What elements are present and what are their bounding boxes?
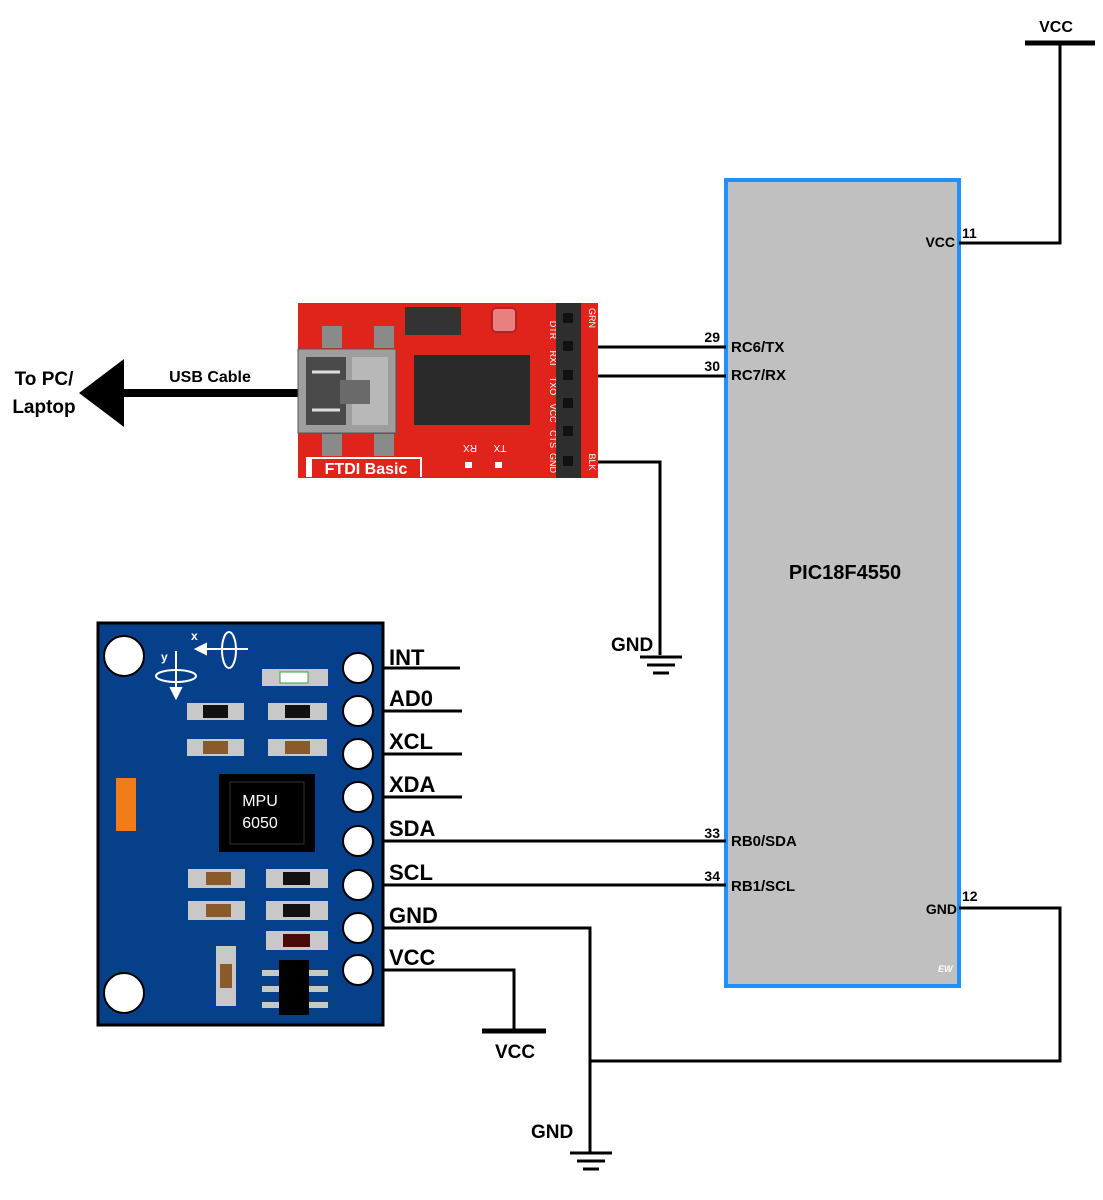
mpu6050-board: x y MPU 6050 <box>96 621 385 1027</box>
gnd-label-ftdi: GND <box>611 635 653 656</box>
mpu-pin-hole-int <box>342 652 374 684</box>
axis-orientation-icon <box>155 631 248 701</box>
mpu-pin-hole-xda <box>342 781 374 813</box>
mcu-pin-label-rb1: RB1/SCL <box>731 878 795 895</box>
gnd-symbol-bottom: GND <box>531 1122 612 1171</box>
vcc-symbol-mpu: VCC <box>482 1028 546 1063</box>
mcu-pin-label-vcc: VCC <box>925 234 955 250</box>
mcu-pin-number-11: 11 <box>962 225 977 241</box>
mcu-pin-number-29: 29 <box>704 329 720 345</box>
wire-mpu-gnd <box>384 926 592 1152</box>
ftdi-header <box>556 303 581 478</box>
mpu-pin-hole-vcc <box>342 954 374 986</box>
pic-microcontroller: PIC18F4550 EW VCC RC6/TX RC7/RX RB0/SDA … <box>704 178 978 988</box>
mcu-pin-label-rc7: RC7/RX <box>731 367 786 384</box>
mcu-body <box>724 178 961 988</box>
mpu-pin-hole-xcl <box>342 738 374 770</box>
ftdi-pin-label-txo: TXO <box>548 377 558 396</box>
mpu-pin-label-xda: XDA <box>389 772 436 797</box>
mpu-pin-label-ad0: AD0 <box>389 686 433 711</box>
ftdi-chip <box>414 355 530 425</box>
wire-vcc-top <box>959 45 1062 245</box>
ftdi-txrx-leds: RX TX <box>463 442 506 468</box>
mcu-name: PIC18F4550 <box>789 562 901 584</box>
mpu-pin-label-sda: SDA <box>389 816 436 841</box>
mcu-pin-label-rb0: RB0/SDA <box>731 833 797 850</box>
mpu-pin-hole-ad0 <box>342 695 374 727</box>
mpu-pin-label-scl: SCL <box>389 860 433 885</box>
gnd-symbol-ftdi: GND <box>611 635 682 675</box>
mcu-pin-number-12: 12 <box>962 888 978 904</box>
mpu-chip-label-2: 6050 <box>242 815 278 832</box>
ftdi-name: FTDI Basic <box>325 461 408 478</box>
axis-x-label: x <box>191 629 198 643</box>
ftdi-led-tx-label: TX <box>493 442 506 453</box>
pc-label-line1: To PC/ <box>15 369 74 390</box>
mcu-pin-label-rc6: RC6/TX <box>731 339 784 356</box>
mpu-pin-label-vcc: VCC <box>389 945 436 970</box>
mpu-chip-label-1: MPU <box>242 793 278 810</box>
wire-ftdi-gnd <box>565 460 662 655</box>
ftdi-pin-label-cts: CTS <box>548 430 558 448</box>
gnd-label-bottom: GND <box>531 1122 573 1143</box>
mcu-pin-label-gnd: GND <box>926 901 957 917</box>
mpu-pin-label-gnd: GND <box>389 903 438 928</box>
ftdi-pin-label-vcc: VCC <box>548 403 558 423</box>
mpu-pin-labels: INT AD0 XCL XDA SDA SCL GND VCC <box>389 645 438 970</box>
wire-mpu-vcc <box>384 968 516 1030</box>
vcc-label-mpu: VCC <box>495 1042 535 1063</box>
mpu-regulator <box>262 960 328 1015</box>
mcu-watermark: EW <box>938 964 954 974</box>
ftdi-power-led <box>491 307 517 333</box>
ftdi-led-rx-label: RX <box>463 442 477 453</box>
pc-label-line2: Laptop <box>12 397 75 418</box>
vcc-label-top: VCC <box>1039 19 1073 36</box>
usb-cable-label: USB Cable <box>169 369 251 386</box>
mcu-pin-number-34: 34 <box>704 868 720 884</box>
ftdi-usb-connector <box>297 348 397 434</box>
ftdi-regulator <box>405 307 461 335</box>
mcu-pin-number-30: 30 <box>704 358 720 374</box>
ftdi-grn-label: GRN <box>587 308 597 328</box>
mpu6050-chip: MPU 6050 <box>219 774 315 852</box>
mpu-pin-label-xcl: XCL <box>389 729 433 754</box>
mpu-pin-hole-scl <box>342 869 374 901</box>
vcc-symbol-top: VCC <box>1025 19 1095 80</box>
ftdi-pin-label-dtr: DTR <box>548 321 558 340</box>
mpu-pin-hole-gnd <box>342 912 374 944</box>
ftdi-pin-label-rxi: RXI <box>548 350 558 365</box>
mpu-pin-label-int: INT <box>389 645 425 670</box>
wire-mcu-gnd <box>590 906 1062 1063</box>
ftdi-blk-label: BLK <box>587 453 597 470</box>
usb-cable: USB Cable To PC/ Laptop <box>12 359 300 427</box>
mpu-pin-hole-sda <box>342 825 374 857</box>
mpu-mount-hole-bottom <box>103 972 145 1014</box>
axis-y-label: y <box>161 650 168 664</box>
mpu-capacitor <box>116 778 136 831</box>
ftdi-board: RX TX FTDI Basic DTR RXI TXO VCC CTS GND… <box>297 303 598 478</box>
wires <box>384 45 1062 1152</box>
ftdi-pin-label-gnd: GND <box>548 453 558 474</box>
mcu-pin-number-33: 33 <box>704 825 720 841</box>
usb-arrow-head <box>79 359 124 427</box>
mpu-mount-hole-top <box>103 635 145 677</box>
